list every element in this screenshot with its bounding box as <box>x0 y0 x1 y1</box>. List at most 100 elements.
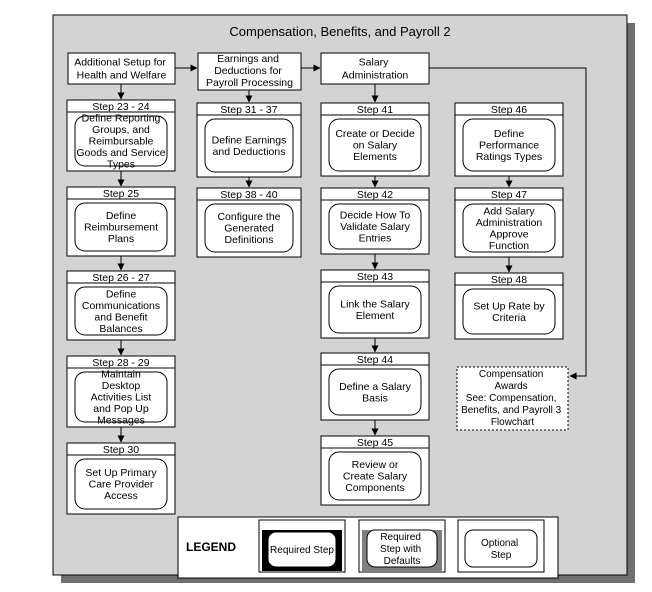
legend-label: Required Step <box>270 545 334 556</box>
header-box-line: Administration <box>342 70 409 82</box>
step-description-line: Define Reporting <box>82 113 161 125</box>
step-description-line: Activities List <box>91 392 152 404</box>
step-description-line: Maintain <box>101 369 141 381</box>
step-description-box <box>74 371 168 423</box>
step-description-box <box>328 451 422 501</box>
step-number-label: Step 26 - 27 <box>92 272 149 284</box>
step-number-label: Step 30 <box>103 444 139 456</box>
step-description-line: on Salary <box>353 140 398 152</box>
step-description-box <box>328 203 422 250</box>
legend-optional-step: Optional Step <box>457 519 545 573</box>
step-description-line: Components <box>345 482 405 494</box>
step-description-line: Communications <box>82 300 160 312</box>
legend-title: LEGEND <box>186 540 236 554</box>
step-description-line: Define <box>106 288 137 300</box>
step-description-line: Messages <box>97 415 145 427</box>
diagram-title: Compensation, Benefits, and Payroll 2 <box>229 24 450 39</box>
step-number-label: Step 47 <box>491 189 527 201</box>
step-description-line: Performance <box>479 140 539 152</box>
step-description-line: Set Up Primary <box>85 467 157 479</box>
step-description-box <box>462 288 556 335</box>
step-description-line: Configure the <box>217 211 280 223</box>
legend: LEGEND Required Step Required Step with … <box>177 516 559 579</box>
legend-required-step: Required Step <box>258 519 346 573</box>
step-description-line: Entries <box>359 233 392 245</box>
step-description-line: Desktop <box>102 380 141 392</box>
reference-box-line: See: Compensation, <box>466 393 557 404</box>
reference-box-line: Flowchart <box>491 417 535 428</box>
header-box-line: Additional Setup for <box>74 57 166 69</box>
legend-label: Step with <box>380 544 421 555</box>
step-number-label: Step 25 <box>103 188 139 200</box>
legend-required-with-defaults: Required Step with Defaults <box>358 519 446 573</box>
step-description-line: Reimbursement <box>84 222 158 234</box>
step-number-label: Step 45 <box>357 437 393 449</box>
step-description-line: Define <box>106 210 137 222</box>
legend-label: Step <box>491 550 512 561</box>
step-number-label: Step 28 - 29 <box>92 357 149 369</box>
step-description-box <box>328 118 422 172</box>
step-description-line: Reimbursable <box>89 136 154 148</box>
step-description-line: Balances <box>99 323 142 335</box>
step-description-line: Generated <box>224 223 274 235</box>
step-number-label: Step 38 - 40 <box>220 189 277 201</box>
step-description-line: Define a Salary <box>339 381 412 393</box>
connector-arrow <box>429 67 587 380</box>
top-row: Additional Setup for Health and Welfare … <box>67 52 430 91</box>
legend-label: Optional <box>481 538 518 549</box>
step-number-label: Step 23 - 24 <box>92 101 149 113</box>
step-description-line: Function <box>489 240 529 252</box>
svg-text:Salary Administration: Salary Administration <box>342 57 409 82</box>
step-description-line: Set Up Rate by <box>473 300 545 312</box>
step-description-line: Plans <box>108 233 134 245</box>
step-description-line: Decide How To <box>340 210 411 222</box>
header-box-salary-administration: Salary Administration <box>320 52 430 85</box>
step-description-line: Approve <box>489 228 528 240</box>
header-box-line: Salary <box>359 57 390 69</box>
step-description-box <box>204 203 294 253</box>
step-description-line: Define Earnings <box>212 134 287 146</box>
step-description-line: and Deductions <box>213 146 286 158</box>
step-description-box <box>204 118 294 173</box>
step-description-line: Validate Salary <box>340 221 411 233</box>
step-number-label: Step 41 <box>357 104 393 116</box>
step-description-line: Add Salary <box>483 205 535 217</box>
step-description-line: Elements <box>353 151 397 163</box>
legend-label: Required <box>380 532 421 543</box>
header-box-health-welfare: Additional Setup for Health and Welfare <box>67 52 176 85</box>
reference-box-line: Benefits, and Payroll 3 <box>461 405 561 416</box>
legend-label: Defaults <box>384 556 421 567</box>
step-description-box <box>74 286 168 336</box>
svg-text:Earnings and Deduction: Earnings and Deductions for Payroll Proc… <box>206 53 293 89</box>
header-box-line: Earnings and <box>217 53 279 65</box>
step-description-line: Types <box>107 159 135 171</box>
step-description-box <box>74 458 168 510</box>
step-description-line: Ratings Types <box>476 151 542 163</box>
step-description-line: Definitions <box>224 234 273 246</box>
step-description-line: Link the Salary <box>340 298 410 310</box>
svg-text:Required Step with: Required Step with Defaults <box>380 532 424 567</box>
step-number-label: Step 42 <box>357 189 393 201</box>
svg-text:Additional Setup for H: Additional Setup for Health and Welfare <box>74 57 169 82</box>
step-description-line: Goods and Service <box>76 147 165 159</box>
step-description-box <box>74 115 168 167</box>
reference-box-line: Awards <box>495 381 528 392</box>
step-description-line: Create or Decide <box>335 128 415 140</box>
